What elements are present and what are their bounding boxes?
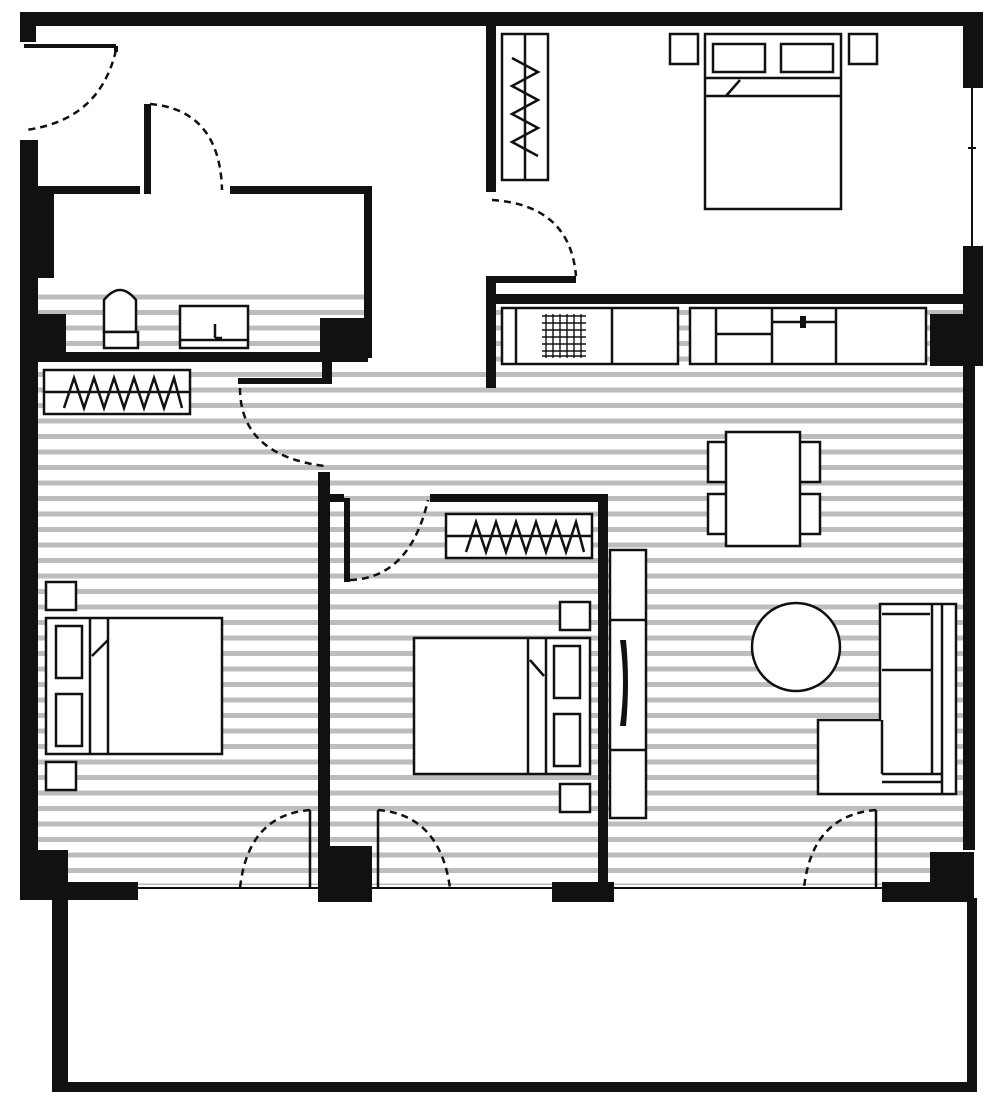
door-icon: [24, 44, 118, 132]
kitchen-counter-icon: [500, 306, 928, 366]
chair-icon: [796, 440, 822, 484]
nightstand-icon: [558, 600, 592, 632]
chair-icon: [796, 492, 822, 536]
wardrobe-icon: [500, 32, 550, 182]
nightstand-icon: [847, 32, 879, 66]
floor-hatching: [38, 286, 965, 885]
double-bed-icon: [412, 636, 592, 776]
double-bed-icon: [703, 32, 843, 211]
walls: [20, 12, 983, 1092]
toilet-icon: [102, 288, 140, 350]
wardrobe-icon: [444, 512, 594, 560]
nightstand-icon: [44, 580, 78, 612]
middle-bedroom-furniture: [412, 512, 594, 814]
left-bedroom-furniture: [42, 368, 224, 792]
nightstand-icon: [668, 32, 700, 66]
windows: [138, 88, 976, 889]
dining-table-icon: [724, 430, 802, 548]
door-icon: [802, 808, 878, 889]
tv-unit-icon: [608, 548, 648, 820]
corner-sofa-icon: [816, 602, 958, 796]
wardrobe-icon: [42, 368, 192, 416]
round-table-icon: [750, 601, 842, 693]
sink-icon: [178, 304, 250, 350]
door-icon: [349, 499, 430, 582]
dining-set: [706, 430, 822, 548]
nightstand-icon: [44, 760, 78, 792]
bathroom-fixtures: [102, 288, 250, 350]
nightstand-icon: [558, 782, 592, 814]
double-bed-icon: [44, 616, 224, 756]
master-bedroom-furniture: [500, 32, 879, 211]
doors: [24, 44, 878, 889]
door-icon: [491, 198, 578, 277]
stove-grid: [542, 314, 586, 358]
door-icon: [238, 808, 312, 889]
living-room-furniture: [750, 601, 958, 796]
door-icon: [376, 808, 452, 889]
door-icon: [238, 387, 325, 468]
door-icon: [149, 102, 224, 191]
